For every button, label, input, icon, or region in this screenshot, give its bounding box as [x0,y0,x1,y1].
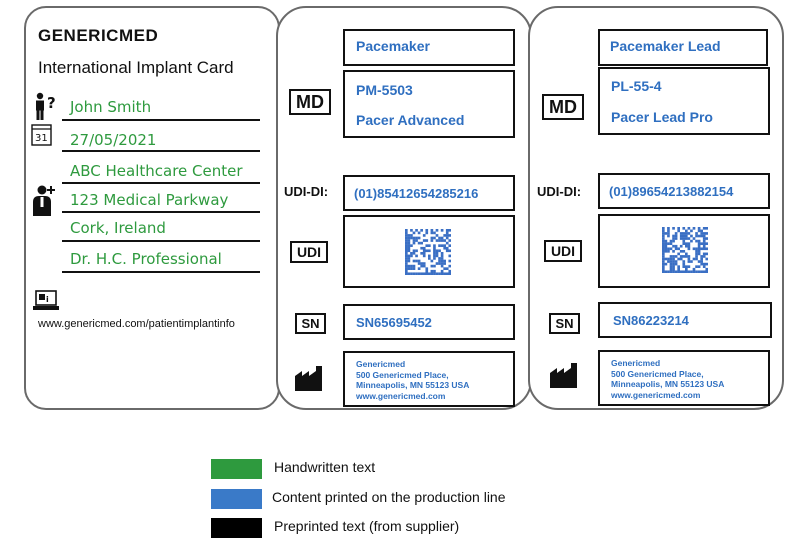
manufacturer-city: Minneapolis, MN 55123 USA [356,380,470,390]
legend-swatch-preprinted [211,518,262,538]
card-title: International Implant Card [38,58,234,77]
udi-di-box: (01)85412654285216 [343,175,515,211]
manufacturer-box: Genericmed 500 Genericmed Place, Minneap… [598,350,770,406]
legend-handwritten-label: Handwritten text [274,459,376,475]
center-line [62,182,260,184]
manufacturer-city: Minneapolis, MN 55123 USA [611,379,725,389]
address-line [62,211,260,213]
udi-di-value: (01)89654213882154 [609,184,734,199]
serial-number: SN86223214 [613,313,689,328]
calendar-icon: 31 [31,124,52,146]
serial-box: SN86223214 [598,302,772,338]
manufacturer-icon [295,366,322,391]
sn-symbol: SN [295,313,326,334]
doctor-icon [33,185,55,216]
device-model-box: PL-55-4 Pacer Lead Pro [598,67,770,135]
brand-name: GENERICMED [38,26,159,45]
svg-text:i: i [46,295,49,304]
udi-di-label: UDI-DI: [284,184,329,199]
udi-di-value: (01)85412654285216 [354,186,479,201]
calendar-day: 31 [35,133,48,144]
udi-di-box: (01)89654213882154 [598,173,770,209]
model-number: PM-5503 [356,82,413,98]
md-symbol: MD [542,94,584,120]
model-number: PL-55-4 [611,78,662,94]
udi-barcode-box [343,215,515,288]
device-type: Pacemaker [356,38,430,54]
patient-icon: ? [36,92,56,120]
serial-number: SN65695452 [356,315,432,330]
model-name: Pacer Lead Pro [611,109,713,125]
manufacturer-street: 500 Genericmed Place, [611,368,704,379]
device-model-box: PM-5503 Pacer Advanced [343,70,515,138]
professional-line [62,271,260,273]
device-type: Pacemaker Lead [610,38,721,54]
model-name: Pacer Advanced [356,112,465,128]
city-line [62,240,260,242]
legend-swatch-handwritten [211,459,262,479]
healthcare-center: ABC Healthcare Center [70,162,243,180]
manufacturer-icon [550,363,577,388]
patient-info-url[interactable]: www.genericmed.com/patientimplantinfo [38,318,235,330]
datamatrix-code [405,229,451,275]
manufacturer-box: Genericmed 500 Genericmed Place, Minneap… [343,351,515,407]
sn-symbol: SN [549,313,580,334]
udi-symbol: UDI [544,240,582,262]
legend-preprinted-label: Preprinted text (from supplier) [274,518,460,534]
patient-name: John Smith [70,98,152,116]
udi-barcode-box [598,214,770,288]
device-type-box: Pacemaker Lead [598,29,768,66]
udi-symbol: UDI [290,241,328,263]
implant-date-line [62,150,260,152]
manufacturer-web: www.genericmed.com [356,390,446,401]
udi-di-label: UDI-DI: [537,184,582,199]
manufacturer-street: 500 Genericmed Place, [356,369,449,380]
device-panel-1 [276,6,532,410]
info-website-icon: i [33,290,59,310]
legend-production-label: Content printed on the production line [272,489,506,505]
professional-name: Dr. H.C. Professional [70,250,222,268]
center-city: Cork, Ireland [70,219,166,237]
svg-text:?: ? [47,94,56,112]
patient-name-line [62,119,260,121]
manufacturer-name: Genericmed [611,358,661,368]
md-symbol: MD [289,89,331,115]
manufacturer-name: Genericmed [356,359,406,369]
serial-box: SN65695452 [343,304,515,340]
patient-info-panel [24,6,280,410]
implant-date: 27/05/2021 [70,131,157,149]
center-address: 123 Medical Parkway [70,191,229,209]
manufacturer-web: www.genericmed.com [611,389,701,400]
datamatrix-code [662,227,708,273]
legend-swatch-production [211,489,262,509]
device-type-box: Pacemaker [343,29,515,66]
